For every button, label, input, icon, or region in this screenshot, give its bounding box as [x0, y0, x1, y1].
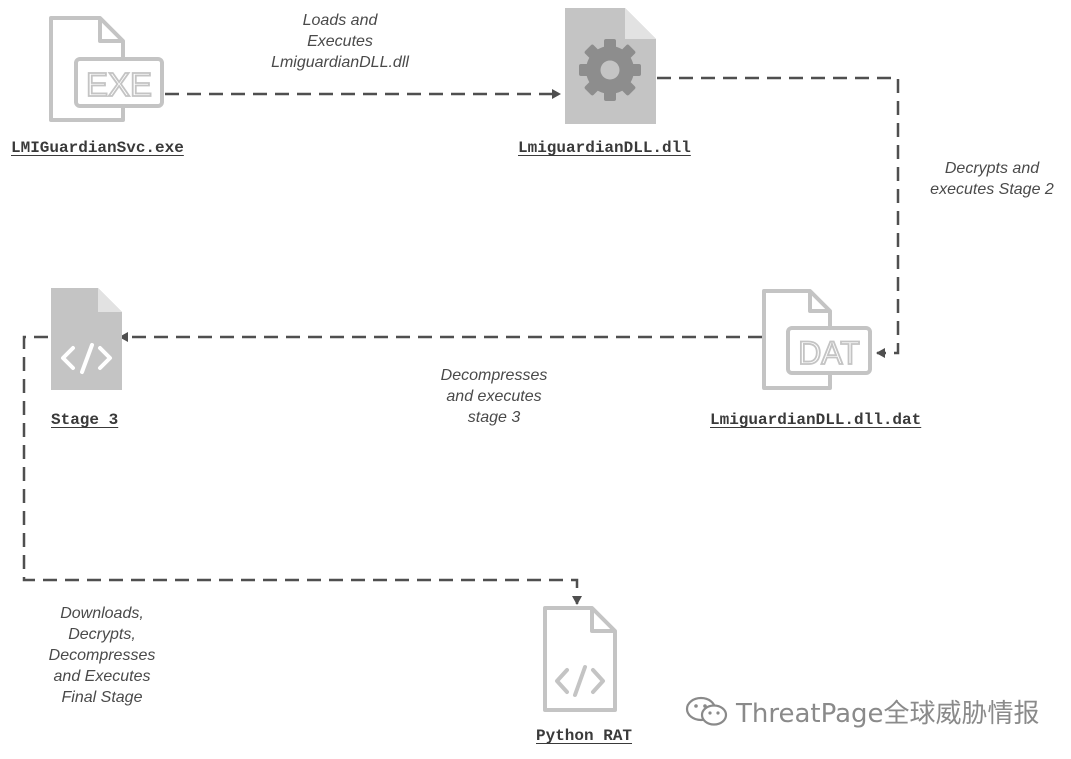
edge-label-dat-to-stage3: Decompresses and executes stage 3: [414, 365, 574, 428]
edge-label-line: stage 3: [467, 409, 521, 426]
node-label-rat: Python RAT: [536, 727, 633, 745]
edge-label-line: Decrypts,: [68, 626, 136, 643]
edge-label-line: Executes: [307, 33, 373, 50]
edge-label-line: executes Stage 2: [930, 181, 1054, 198]
dat-badge-text: DAT: [798, 335, 860, 371]
edge-label-stage3-to-rat: Downloads, Decrypts, Decompresses and Ex…: [30, 603, 174, 708]
exe-file-icon: EXE: [49, 16, 164, 122]
gear-file-icon: [565, 8, 656, 124]
gear-icon: [579, 39, 641, 101]
edge-label-line: and executes: [446, 388, 542, 405]
edge-label-line: Decrypts and: [944, 160, 1040, 177]
wechat-icon: [685, 696, 728, 726]
code-file-icon: [51, 288, 122, 390]
edge-label-exe-to-dll: Loads and Executes LmiguardianDLL.dll: [240, 10, 440, 73]
edge-label-line: and Executes: [53, 668, 151, 685]
node-label-dat: LmiguardianDLL.dll.dat: [710, 411, 922, 429]
edge-dll-to-dat: [657, 76, 900, 358]
watermark: ThreatPage全球威胁情报: [684, 693, 1040, 730]
edge-label-dll-to-dat: Decrypts and executes Stage 2: [913, 158, 1071, 200]
code-file-icon: [543, 606, 617, 712]
edge-label-line: Loads and: [302, 12, 378, 29]
edge-stage3-to-rat: [22, 335, 582, 605]
dat-file-icon: DAT: [762, 289, 872, 390]
edge-label-line: Downloads,: [60, 605, 144, 622]
watermark-text: ThreatPage全球威胁情报: [736, 699, 1040, 729]
edge-label-line: Final Stage: [61, 689, 143, 706]
edge-label-line: LmiguardianDLL.dll: [271, 54, 409, 71]
node-label-stage3: Stage 3: [51, 411, 119, 429]
node-label-dll: LmiguardianDLL.dll: [518, 139, 691, 157]
node-label-exe: LMIGuardianSvc.exe: [11, 139, 184, 157]
edge-label-line: Decompresses: [440, 367, 548, 384]
edge-label-line: Decompresses: [48, 647, 156, 664]
exe-badge-text: EXE: [86, 66, 152, 103]
